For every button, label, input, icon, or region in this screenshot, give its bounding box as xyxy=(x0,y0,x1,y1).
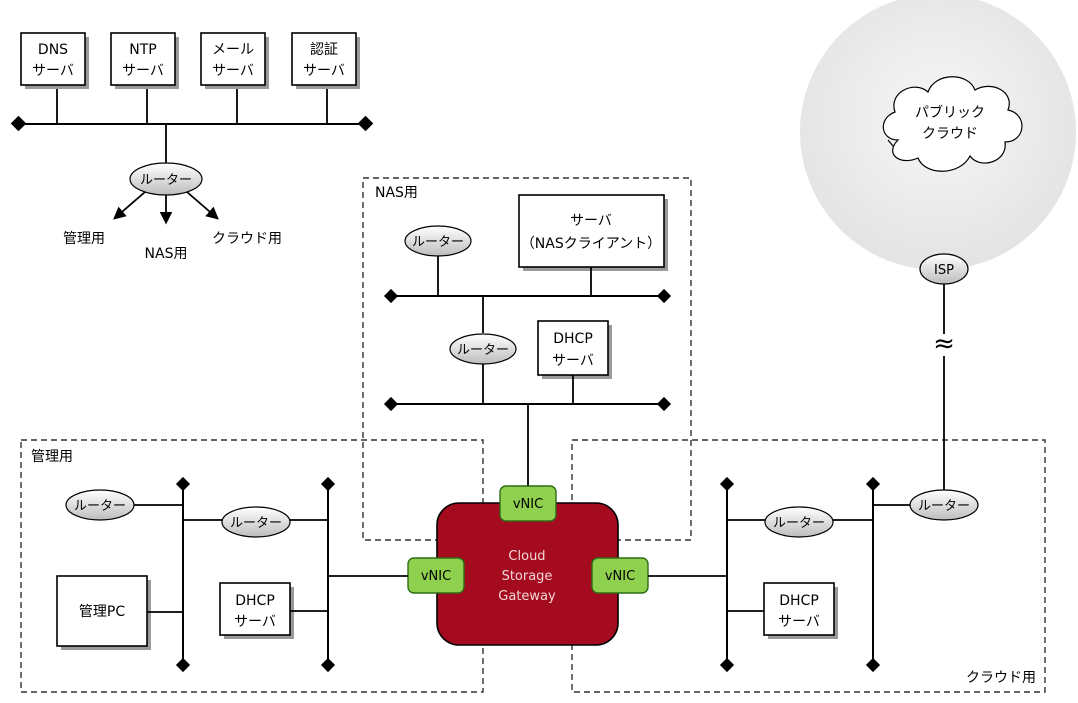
branch-cloud-label: クラウド用 xyxy=(212,231,282,247)
dns-server: DNS サーバ xyxy=(20,32,89,89)
cloud-zone-label: クラウド用 xyxy=(966,670,1036,686)
vnic-nas: vNIC xyxy=(499,485,557,522)
link-break-symbol: ≈ xyxy=(933,329,955,359)
admin-pc: 管理PC xyxy=(56,575,151,650)
auth-server: 認証 サーバ xyxy=(291,32,360,89)
gateway-line2: Storage xyxy=(502,569,553,584)
gateway-line3: Gateway xyxy=(498,589,556,604)
public-cloud-label-1: パブリック xyxy=(915,104,985,121)
cloud-icon xyxy=(882,76,1023,172)
admin-pc-label: 管理PC xyxy=(79,604,125,620)
gateway-line1: Cloud xyxy=(508,549,545,564)
auth-server-line1: 認証 xyxy=(310,42,338,58)
cloud-router-outer-label: ルーター xyxy=(918,499,970,514)
ntp-server-line1: NTP xyxy=(129,42,156,58)
public-cloud: パブリック クラウド xyxy=(800,0,1076,270)
branch-nas-label: NAS用 xyxy=(145,246,188,262)
isp-node: ISP xyxy=(919,253,969,285)
nas-dhcp-line2: サーバ xyxy=(552,353,594,369)
mail-server-line2: サーバ xyxy=(212,63,254,79)
branch-management-label: 管理用 xyxy=(63,231,105,247)
vnic-cloud-label: vNIC xyxy=(605,569,635,584)
cloud-router-outer: ルーター xyxy=(909,489,979,521)
public-cloud-label-2: クラウド xyxy=(922,126,978,142)
nas-zone-label: NAS用 xyxy=(375,185,418,201)
mgmt-router-outer: ルーター xyxy=(65,489,135,521)
mail-server: メール サーバ xyxy=(200,32,269,89)
dns-server-line1: DNS xyxy=(38,42,68,58)
mgmt-dhcp-line1: DHCP xyxy=(235,593,275,609)
vnic-management-label: vNIC xyxy=(421,569,451,584)
management-zone-label: 管理用 xyxy=(31,449,73,465)
cloud-network: ルーター ルーター DHCP サーバ ≈ ISP xyxy=(648,253,979,673)
mgmt-dhcp-server: DHCP サーバ xyxy=(219,582,294,639)
top-server-group: DNS サーバ NTP サーバ メール サーバ 認証 サーバ xyxy=(10,32,374,262)
nas-server: サーバ （NASクライアント） xyxy=(518,194,668,271)
nas-router-middle: ルーター xyxy=(449,333,517,365)
nas-dhcp-server: DHCP サーバ xyxy=(537,320,612,379)
nas-router-middle-label: ルーター xyxy=(457,343,509,358)
top-router-label: ルーター xyxy=(140,173,192,188)
nas-network: サーバ （NASクライアント） ルーター ルーター DHCP サーバ xyxy=(383,194,672,486)
ntp-server: NTP サーバ xyxy=(110,32,179,89)
nas-server-line1: サーバ xyxy=(570,213,612,229)
mgmt-dhcp-line2: サーバ xyxy=(234,614,276,630)
ntp-server-line2: サーバ xyxy=(122,63,164,79)
auth-server-line2: サーバ xyxy=(303,63,345,79)
cloud-router-inner: ルーター xyxy=(764,506,834,538)
mail-server-line1: メール xyxy=(212,42,254,58)
nas-dhcp-line1: DHCP xyxy=(553,331,593,347)
cloud-dhcp-line1: DHCP xyxy=(779,593,819,609)
dns-server-line2: サーバ xyxy=(32,63,74,79)
vnic-management: vNIC xyxy=(407,557,465,594)
nas-server-line2: （NASクライアント） xyxy=(521,236,661,252)
management-network: ルーター ルーター 管理PC DHCP サーバ xyxy=(56,476,408,673)
cloud-dhcp-line2: サーバ xyxy=(778,614,820,630)
management-zone xyxy=(20,439,484,693)
mgmt-router-outer-label: ルーター xyxy=(74,499,126,514)
vnic-nas-label: vNIC xyxy=(513,497,543,512)
nas-router-top-label: ルーター xyxy=(412,235,464,250)
mgmt-router-inner-label: ルーター xyxy=(230,516,282,531)
vnic-cloud: vNIC xyxy=(591,557,649,594)
isp-label: ISP xyxy=(934,263,954,278)
cloud-router-inner-label: ルーター xyxy=(773,516,825,531)
top-router: ルーター xyxy=(129,162,203,196)
nas-router-top: ルーター xyxy=(404,225,472,257)
mgmt-router-inner: ルーター xyxy=(221,506,291,538)
cloud-dhcp-server: DHCP サーバ xyxy=(763,582,838,639)
